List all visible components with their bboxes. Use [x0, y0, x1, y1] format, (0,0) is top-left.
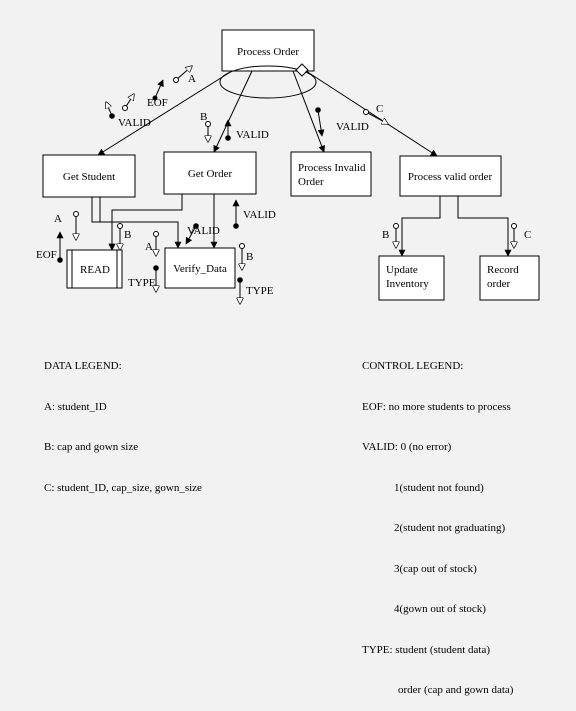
- label-b-read: B: [124, 229, 131, 241]
- control-legend-item: TYPE: student (student data): [362, 643, 491, 656]
- module-read-label: READ: [80, 264, 110, 276]
- label-eof-top: EOF: [147, 97, 168, 109]
- couple-valid-verify-tail: [193, 223, 199, 229]
- couple-b-read-tail: [117, 223, 123, 229]
- control-legend-item: VALID: 0 (no error): [362, 441, 452, 453]
- selection-ellipse: [219, 65, 317, 99]
- call-line-process-valid: [305, 70, 438, 157]
- control-legend-item: 4(gown out of stock): [394, 603, 486, 615]
- module-record-order: Record order: [479, 255, 540, 301]
- module-get-student-label: Get Student: [63, 171, 115, 183]
- couple-a-top-tail: [173, 77, 179, 83]
- couple-c-record-tail: [511, 223, 517, 229]
- couple-valid-invalid: [317, 109, 325, 137]
- label-b-verify: B: [246, 251, 253, 263]
- control-legend-title: CONTROL LEGEND:: [362, 360, 464, 372]
- control-legend-item: 3(cap out of stock): [394, 562, 477, 575]
- label-valid-left: VALID: [118, 117, 151, 129]
- label-c-record: C: [524, 229, 531, 241]
- call-line-read: [91, 197, 116, 251]
- couple-eof-top: [154, 79, 164, 99]
- structure-chart: Process Order Get Student Get Order Proc…: [36, 29, 540, 463]
- call-line-get-order: [213, 70, 253, 153]
- label-valid-order: VALID: [243, 209, 276, 221]
- module-get-order: Get Order: [163, 151, 257, 195]
- label-b-mid: B: [200, 111, 207, 123]
- label-valid-mid: VALID: [236, 129, 269, 141]
- label-b-update: B: [382, 229, 389, 241]
- couple-a-read-tail: [73, 211, 79, 217]
- couple-valid-order-tail: [233, 223, 239, 229]
- data-legend-item: C: student_ID, cap_size, gown_size: [44, 481, 202, 494]
- couple-b-mid-tail: [205, 121, 211, 127]
- label-type-right: TYPE: [246, 285, 274, 297]
- module-record-order-label-2: order: [487, 278, 511, 290]
- module-get-student: Get Student: [42, 154, 136, 198]
- module-update-inventory-label-2: Inventory: [386, 278, 429, 290]
- couple-eof-top-tail: [152, 95, 158, 101]
- module-verify-data-label: Verify_Data: [173, 263, 227, 275]
- couple-valid-mid-tail: [225, 135, 231, 141]
- couple-a-top: [175, 66, 192, 81]
- call-line-record-order: [457, 196, 512, 257]
- module-verify-data: Verify_Data: [164, 247, 236, 289]
- couple-a-left-tail: [122, 105, 128, 111]
- module-process-invalid-order-label-1: Process Invalid: [298, 162, 366, 174]
- couple-valid-left-tail: [109, 113, 115, 119]
- call-line-verify-from-student: [99, 197, 182, 249]
- couple-b-update-tail: [393, 223, 399, 229]
- label-a-top: A: [188, 73, 196, 85]
- module-update-inventory: Update Inventory: [378, 255, 445, 301]
- module-process-valid-order: Process valid order: [399, 155, 502, 197]
- couple-eof-read-tail: [57, 257, 63, 263]
- data-legend: DATA LEGEND: A: student_ID B: cap and go…: [44, 333, 202, 509]
- control-legend-item: order (cap and gown data): [398, 684, 514, 696]
- couple-b-verify-tail: [239, 243, 245, 249]
- data-legend-item: A: student_ID: [44, 400, 107, 413]
- control-legend: CONTROL LEGEND: EOF: no more students to…: [362, 333, 513, 711]
- module-process-invalid-order-label-2: Order: [298, 176, 324, 188]
- label-eof-read: EOF: [36, 249, 57, 261]
- couple-type-left-tail: [153, 265, 159, 271]
- control-legend-item: 2(student not graduating): [394, 522, 506, 534]
- control-legend-item: 1(student not found): [394, 481, 484, 494]
- label-type-left: TYPE: [128, 277, 156, 289]
- module-update-inventory-label-1: Update: [386, 264, 418, 276]
- label-a-read: A: [54, 213, 62, 225]
- label-valid-invalid: VALID: [336, 121, 369, 133]
- data-legend-item: B: cap and gown size: [44, 441, 139, 453]
- couple-type-right-tail: [237, 277, 243, 283]
- label-a-verify: A: [145, 241, 153, 253]
- module-read: READ: [66, 249, 123, 289]
- couple-valid-verify: [185, 225, 197, 245]
- couple-c-top-tail: [363, 109, 369, 115]
- call-line-process-invalid: [292, 70, 326, 153]
- module-record-order-label-1: Record: [487, 264, 519, 276]
- label-valid-verify: VALID: [187, 225, 220, 237]
- data-legend-title: DATA LEGEND:: [44, 360, 122, 372]
- couple-valid-invalid-tail: [315, 107, 321, 113]
- call-line-update-inventory: [398, 196, 441, 257]
- label-c-top: C: [376, 103, 383, 115]
- couple-c-top: [365, 111, 388, 124]
- module-process-order: Process Order: [221, 29, 315, 72]
- control-legend-item: EOF: no more students to process: [362, 400, 511, 413]
- call-line-read-from-order: [108, 194, 183, 251]
- module-process-invalid-order: Process Invalid Order: [290, 151, 372, 197]
- module-get-order-label: Get Order: [188, 168, 233, 180]
- iteration-diamond-icon: [295, 63, 309, 77]
- module-process-valid-order-label: Process valid order: [408, 171, 493, 183]
- couple-a-verify-tail: [153, 231, 159, 237]
- module-process-order-label: Process Order: [237, 46, 299, 58]
- call-line-get-student: [97, 70, 233, 156]
